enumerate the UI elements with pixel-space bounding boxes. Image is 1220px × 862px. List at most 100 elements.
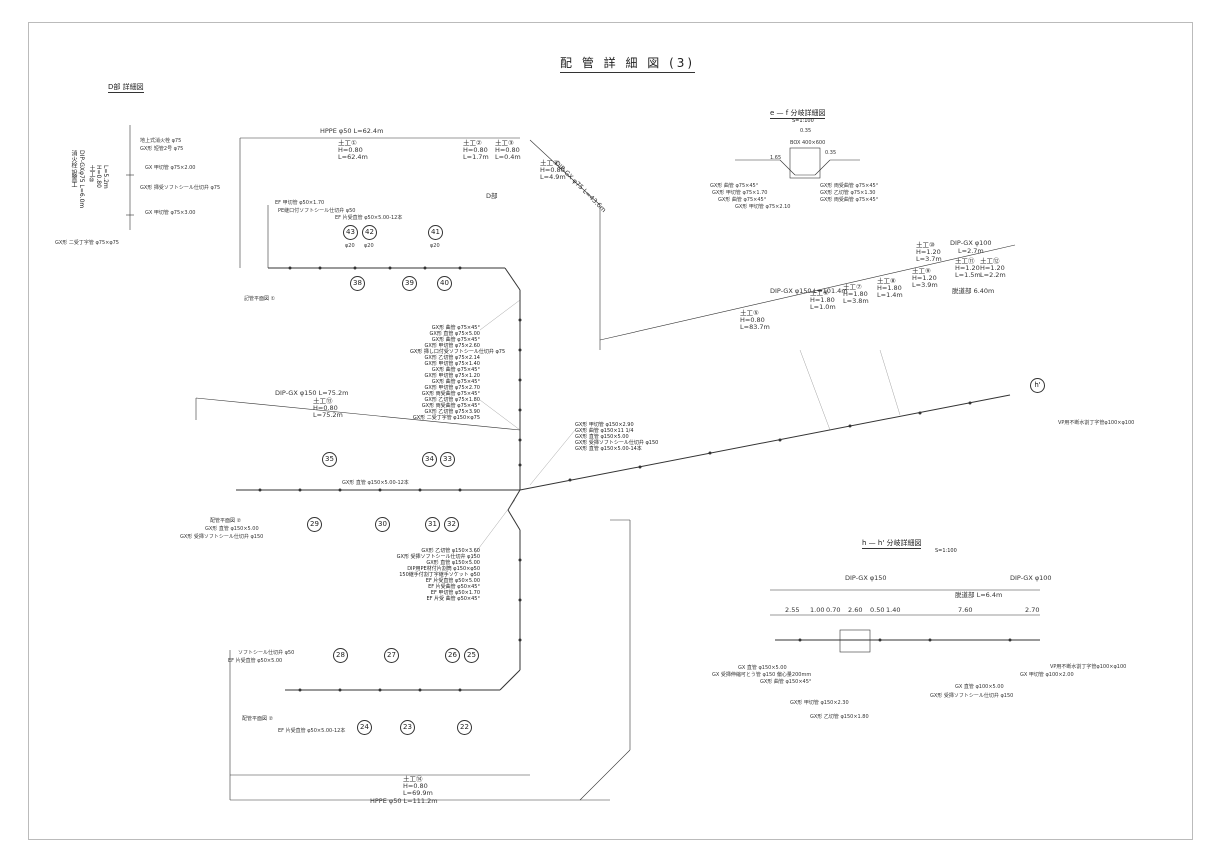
bubble: 39: [402, 276, 417, 291]
phi20-label: φ20: [430, 243, 440, 249]
right-box9: 土工⑨: [912, 267, 931, 275]
d-note: GX形 二受丁字管 φ75×φ75: [55, 240, 119, 246]
pipe-note: GX形 曲管 φ75×45°: [431, 379, 480, 385]
right-box7: 土工⑦: [843, 283, 862, 291]
right-pipe-line: [519, 394, 1011, 491]
pipe-note: EF 片受曲管 φ50×45°: [428, 584, 480, 590]
top-box1-c: L=62.4m: [338, 153, 368, 161]
top-pipe-label: HPPE φ50 L=62.4m: [320, 127, 384, 135]
right-box8: H=1.80: [877, 284, 902, 292]
pipe-note: GX形 乙切管 φ75×1.80: [424, 397, 480, 403]
top-note: PE継口付ソフトシール仕切弁 φ50: [278, 208, 356, 214]
right-box9: H=1.20: [912, 274, 937, 282]
right-box5: 土工⑤: [740, 309, 759, 317]
hh-note: GX形 曲管 φ150×45°: [760, 679, 812, 685]
phi20-label: φ20: [364, 243, 374, 249]
top-box3-b: H=0.80: [495, 146, 520, 154]
hh-bridge: 脱道部 L=6.4m: [955, 591, 1003, 599]
pipe-note: GX形 曲管 φ75×45°: [431, 325, 480, 331]
d-detail-title: D部 詳細図: [108, 83, 144, 93]
hh-note: GX 直管 φ150×5.00: [738, 665, 787, 671]
pipe-note: GX形 直管 φ150×5.00: [575, 434, 629, 440]
hh-dim: 2.55: [785, 606, 800, 614]
ef-note: GX形 甲切管 φ75×2.10: [735, 204, 791, 210]
pipe-note: GX形 甲切管 φ75×1.20: [424, 373, 480, 379]
hh-detail-scale: S=1:100: [935, 548, 957, 554]
bubble: 41: [428, 225, 443, 240]
pipe-note: EF 片受 曲管 φ50×45°: [426, 596, 480, 602]
pipe-note: GX形 甲切管 φ75×1.40: [424, 361, 480, 367]
d-note: GX 甲切管 φ75×2.00: [145, 165, 196, 171]
bottom-note: EF 片受直管 φ50×5.00-12本: [278, 728, 346, 734]
right-box11: L=1.5m: [955, 271, 981, 279]
hh-note: GX 受挿伸縮可とう管 φ150 偏心量200mm: [712, 672, 812, 678]
right-box6: 土工⑥: [810, 289, 829, 297]
right-box7: L=3.8m: [843, 297, 869, 305]
phi20-label: φ20: [345, 243, 355, 249]
pipe-note: GX形 直管 φ75×5.00: [429, 331, 480, 337]
pipe-note: GX形 受挿ソフトシール仕切弁 φ150: [575, 440, 659, 446]
ef-note: GX形 甲切管 φ75×1.70: [712, 190, 768, 196]
right-box12: L=2.2m: [980, 271, 1006, 279]
right-small-pipe: DIP-GX φ100: [950, 239, 992, 247]
hh-dim: 1.40: [886, 606, 901, 614]
bubble: 43: [343, 225, 358, 240]
left-box-b: H=0.80: [313, 404, 338, 412]
top-note: EF 甲切管 φ50×1.70: [275, 200, 325, 206]
label-d-part: D部: [486, 192, 498, 200]
d-detail-vtext2: DIP-GXφ75 L=6.0m: [78, 150, 85, 209]
ef-note: GX形 両受曲管 φ75×45°: [820, 197, 879, 203]
bubble: 32: [444, 517, 459, 532]
diag-box-c: L=4.9m: [540, 173, 566, 181]
bubble: 24: [357, 720, 372, 735]
bubble: 22: [457, 720, 472, 735]
left-note: 配管平面図 ②: [210, 518, 242, 524]
bubble: 42: [362, 225, 377, 240]
hh-detail-title: h — h' 分岐詳細図: [862, 539, 922, 549]
right-box9: L=3.9m: [912, 281, 938, 289]
hh-note: GX形 乙切管 φ150×1.80: [810, 714, 869, 720]
bubble: 30: [375, 517, 390, 532]
bubble: 31: [425, 517, 440, 532]
d-detail-vtext4: H=0.80: [95, 165, 102, 188]
hh-note: VP用不断水割丁字管φ100×φ100: [1050, 664, 1127, 670]
right-box6: H=1.80: [810, 296, 835, 304]
ef-dim: 0.35: [800, 128, 812, 134]
bottom-pipe-label: HPPE φ50 L=111.2m: [370, 797, 438, 805]
d-detail-vtext1: 消火栓 設置工: [70, 150, 77, 188]
bubble: 35: [322, 452, 337, 467]
right-box7: H=1.80: [843, 290, 868, 298]
bottom-box-c: L=69.9m: [403, 789, 433, 797]
right-box10: L=3.7m: [916, 255, 942, 263]
left-note: GX形 直管 φ150×5.00-12本: [342, 480, 409, 486]
bubble: 29: [307, 517, 322, 532]
right-box5: H=0.80: [740, 316, 765, 324]
bubble: 40: [437, 276, 452, 291]
hh-note: GX 甲切管 φ100×2.00: [1020, 672, 1074, 678]
pipe-note: GX形 乙切管 φ150×3.60: [421, 548, 480, 554]
bubble: 28: [333, 648, 348, 663]
pipe-note: GX形 直管 φ150×5.00: [426, 560, 480, 566]
pipe-note: GX形 甲切管 φ75×2.70: [424, 385, 480, 391]
top-box2-b: H=0.80: [463, 146, 488, 154]
pipe-note: EF 片受直管 φ50×5.00: [425, 578, 480, 584]
bubble: 38: [350, 276, 365, 291]
left-note: GX形 受挿ソフトシール仕切弁 φ150: [180, 534, 264, 540]
left-box-a: 土工⑬: [313, 397, 333, 405]
right-bridge: 脱道部 6.40m: [952, 287, 995, 295]
right-box12: H=1.20: [980, 264, 1005, 272]
right-box8: 土工⑧: [877, 277, 896, 285]
hh-note: GX形 受挿ソフトシール仕切弁 φ150: [930, 693, 1014, 699]
ef-detail-scale: S=1:100: [792, 118, 814, 124]
ef-dim: 1.65: [770, 155, 782, 161]
right-box5: L=83.7m: [740, 323, 770, 331]
bottom-note: ソフトシール仕切弁 φ50: [238, 650, 295, 656]
bottom-note: EF 片受直管 φ50×5.00: [228, 658, 283, 664]
hh-dim: 1.00: [810, 606, 825, 614]
right-box6: L=1.0m: [810, 303, 836, 311]
d-note: GX形 挿受ソフトシール仕切弁 φ75: [140, 185, 221, 191]
d-detail-vtext3: 土工⑩: [88, 165, 95, 184]
ef-note: GX形 両受曲管 φ75×45°: [820, 183, 879, 189]
